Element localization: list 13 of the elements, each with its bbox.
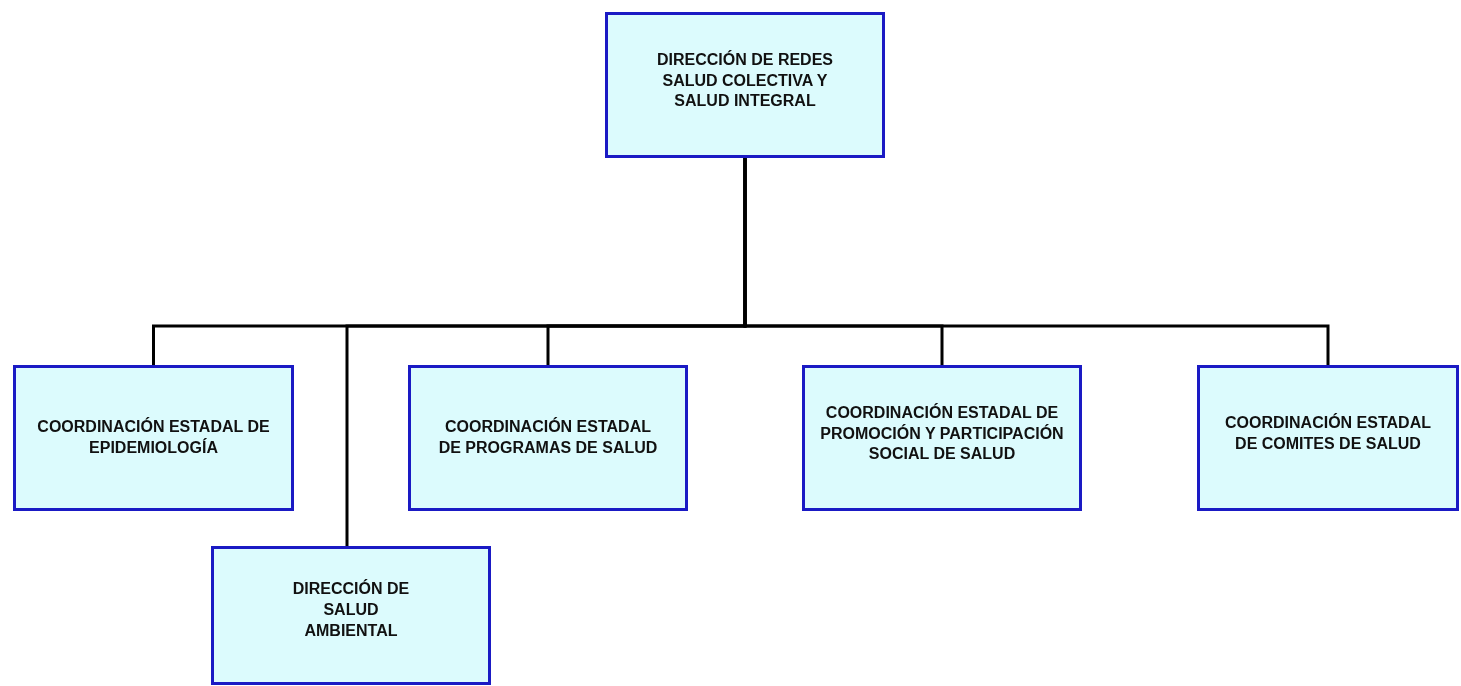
box-label: COORDINACIÓN ESTADAL DE PROGRAMAS DE SALUD bbox=[438, 417, 658, 458]
org-box bbox=[1197, 365, 1459, 511]
org-box bbox=[211, 546, 491, 685]
org-box bbox=[408, 365, 688, 511]
box-label: COORDINACIÓN ESTADAL DE PROMOCIÓN Y PARTICIPACIÓN SOCIAL DE SALUD bbox=[819, 402, 1065, 465]
box-label: DIRECCIÓN DE REDES SALUD COLECTIVA Y SALUD INTEGRAL bbox=[656, 49, 834, 112]
box-label: COORDINACIÓN ESTADAL DE COMITES DE SALUD bbox=[1224, 413, 1432, 454]
org-box bbox=[802, 365, 1082, 511]
org-box bbox=[605, 12, 885, 158]
box-label: DIRECCIÓN DE SALUD AMBIENTAL bbox=[291, 579, 411, 641]
box-label: COORDINACIÓN ESTADAL DE EPIDEMIOLOGÍA bbox=[36, 417, 271, 458]
connector-line bbox=[743, 158, 1330, 365]
org-box bbox=[13, 365, 294, 511]
